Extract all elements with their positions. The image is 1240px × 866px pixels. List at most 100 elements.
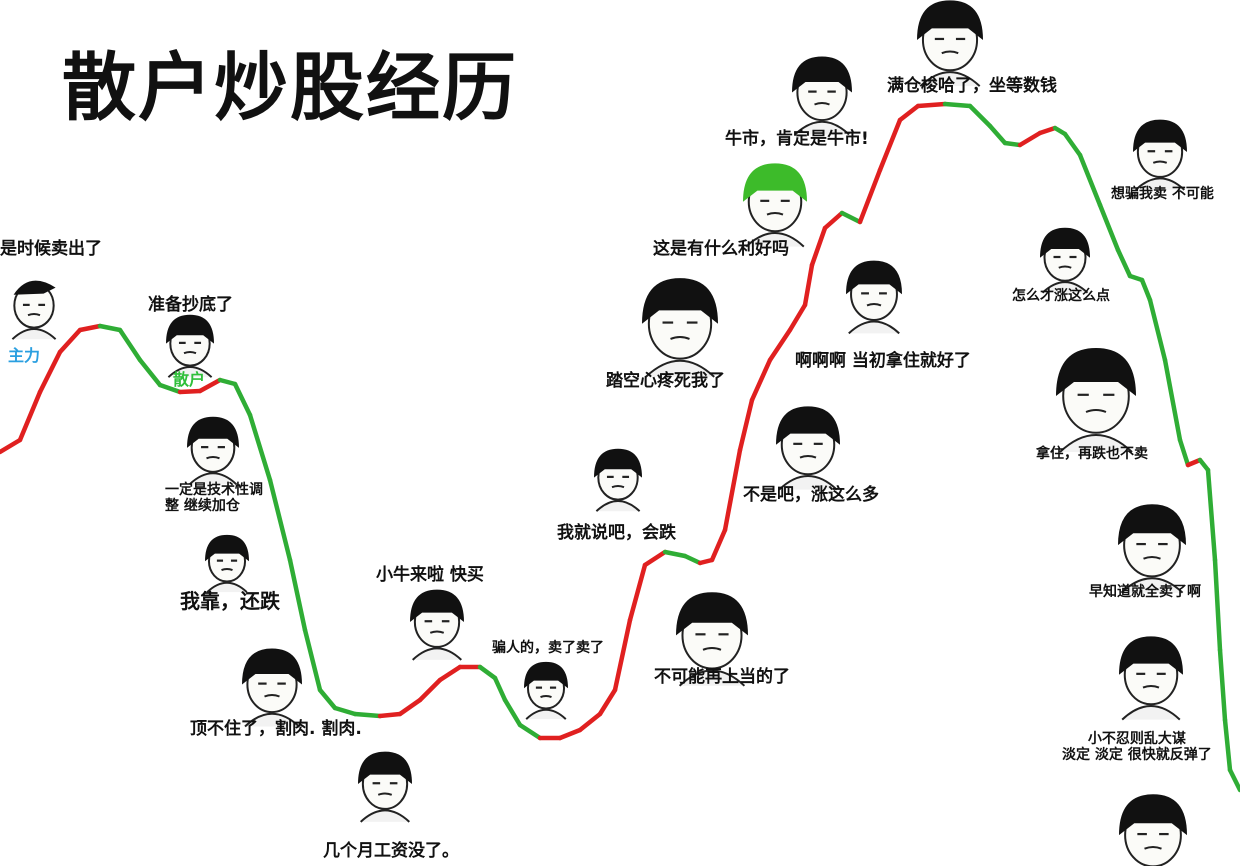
curve-segment: [1205, 467, 1218, 563]
curve-segment: [822, 210, 845, 231]
curve-segment: [737, 397, 755, 453]
caption-rose-so-much: 不是吧，涨这么多: [743, 485, 879, 505]
curve-segment: [839, 210, 863, 225]
curve-segment: [809, 225, 828, 268]
curve-segment: [117, 327, 143, 363]
curve-segment: [97, 323, 123, 333]
caption-still-falling: 我靠，还跌: [180, 589, 280, 613]
curve-segment: [492, 675, 508, 703]
curve-segment: [1037, 125, 1058, 136]
caption-stay-calm: 小不忍则乱大谋 淡定 淡定 很快就反弹了: [1062, 731, 1212, 764]
curve-segment: [1227, 767, 1240, 793]
curve-segment: [612, 617, 633, 693]
curve-segment: [217, 377, 238, 387]
curve-segment: [767, 327, 793, 363]
bottom-face: [1119, 794, 1187, 866]
rose-so-much-face: [776, 406, 840, 491]
curve-segment: [332, 705, 358, 717]
caption-sell-time: 是时候卖出了: [0, 239, 102, 259]
caption-missed-out: 踏空心疼死我了: [606, 371, 725, 391]
curve-segment: [397, 697, 423, 717]
curve-segment: [232, 381, 253, 418]
told-you-face: [594, 448, 642, 512]
curve-segment: [1139, 277, 1153, 303]
curve-segment: [157, 382, 183, 395]
wont-sell-face: [1133, 119, 1187, 191]
curve-segment: [942, 101, 973, 109]
should-have-held-face: [846, 260, 902, 335]
curve-segment: [1222, 717, 1233, 773]
retail-face: [166, 314, 214, 378]
bull-market-face: [792, 56, 852, 136]
caption-should-have-sold: 早知道就全卖了啊: [1089, 584, 1201, 600]
caption-cut-loss: 顶不住了，割肉. 割肉.: [190, 719, 362, 739]
curve-segment: [627, 562, 648, 623]
caption-good-news: 这是有什么利好吗: [653, 239, 789, 259]
curve-segment: [577, 711, 603, 733]
small-bull-face: [410, 589, 464, 661]
main-force-face: [11, 280, 57, 340]
should-have-sold-face: [1118, 504, 1186, 594]
curve-segment: [722, 447, 743, 533]
curve-segment: [857, 167, 883, 225]
curve-segment: [877, 117, 903, 173]
curve-segment: [1002, 140, 1023, 148]
curve-segment: [787, 302, 808, 333]
missed-out-face: [642, 278, 718, 378]
caption-small-bull: 小牛来啦 快买: [376, 565, 484, 585]
caption-salary-gone: 几个月工资没了。: [323, 841, 459, 861]
stay-calm-face: [1119, 636, 1183, 721]
curve-segment: [597, 687, 618, 717]
curve-segment: [1017, 130, 1043, 148]
hold-on-face: [1056, 348, 1136, 453]
curve-segment: [1212, 557, 1223, 653]
curve-segment: [377, 711, 403, 719]
curve-segment: [1097, 202, 1121, 253]
curve-segment: [302, 627, 323, 693]
curve-segment: [57, 327, 83, 355]
retail-tag: 散户: [173, 370, 206, 389]
not-again-face: [676, 592, 748, 687]
curve-segment: [517, 722, 543, 741]
curve-segment: [287, 557, 308, 633]
curve-segment: [557, 727, 583, 741]
curve-segment: [352, 711, 383, 719]
curve-segment: [915, 101, 948, 109]
curve-segment: [0, 437, 23, 455]
caption-not-again: 不可能再上当的了: [654, 667, 790, 687]
curve-segment: [987, 123, 1008, 146]
add-position-face: [187, 416, 239, 486]
caption-told-you: 我就说吧，会跌: [557, 523, 676, 543]
curve-segment: [267, 477, 293, 563]
caption-only-this-much: 怎么才涨这么点: [1012, 288, 1110, 304]
salary-gone-face: [358, 751, 412, 823]
curve-segment: [662, 549, 688, 559]
caption-sell-sell: 骗人的，卖了卖了: [492, 640, 604, 656]
curve-segment: [1077, 152, 1103, 208]
curve-segment: [317, 687, 338, 711]
caption-wont-sell: 想骗我卖 不可能: [1111, 186, 1214, 202]
good-news-face: [743, 163, 807, 248]
all-in-face: [917, 0, 983, 87]
curve-segment: [502, 697, 523, 728]
curve-segment: [1115, 247, 1133, 279]
curve-segment: [802, 262, 815, 308]
curve-segment: [1162, 357, 1183, 443]
curve-segment: [77, 323, 103, 333]
curve-segment: [1217, 647, 1228, 723]
cut-loss-face: [242, 648, 302, 728]
sell-sell-face: [524, 661, 568, 720]
curve-segment: [197, 377, 223, 394]
curve-segment: [437, 664, 463, 683]
curve-segment: [137, 357, 163, 388]
curve-segment: [642, 549, 668, 568]
still-falling-face: [205, 534, 249, 593]
curve-segment: [17, 389, 43, 443]
main-force-tag: 主力: [8, 346, 41, 365]
caption-all-in: 满仓梭哈了，坐等数钱: [887, 76, 1057, 96]
curve-segment: [177, 388, 203, 395]
caption-bull-market: 牛市，肯定是牛市!: [725, 129, 869, 149]
